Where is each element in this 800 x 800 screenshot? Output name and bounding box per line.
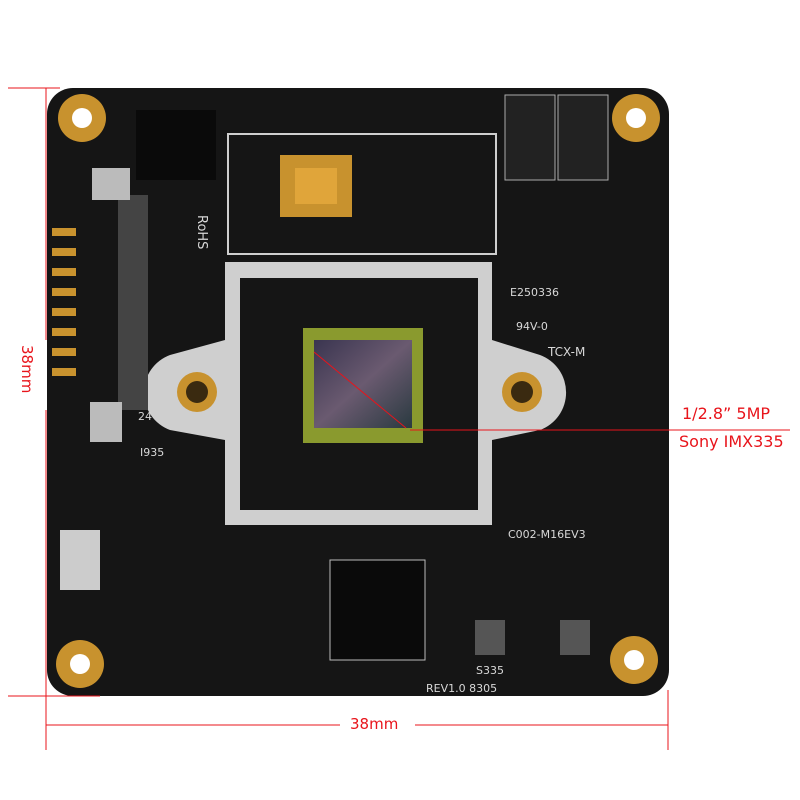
eeprom-chip — [136, 110, 216, 180]
silk-revision: REV1.0 8305 — [426, 682, 497, 695]
fpc-connector — [118, 195, 148, 410]
silk-pin-count: 24 — [138, 410, 152, 423]
height-dimension-label: 38mm — [18, 345, 36, 394]
silk-sensor-code: S335 — [476, 664, 504, 677]
silk-rohs: RoHS — [194, 215, 209, 249]
silk-part-a: I935 — [140, 446, 164, 459]
flash-chip — [329, 559, 426, 661]
silk-ul-rating: 94V-0 — [516, 320, 548, 333]
silk-model: C002-M16EV3 — [508, 528, 586, 541]
dimension-lines — [8, 87, 790, 750]
silk-vendor: TCX-M — [547, 345, 585, 359]
sensor-model-label: Sony IMX335 — [679, 432, 784, 451]
sensor-format-label: 1/2.8” 5MP — [682, 404, 771, 423]
width-dimension-label: 38mm — [350, 715, 399, 733]
silk-ul-code: E250336 — [510, 286, 559, 299]
mounting-holes — [56, 94, 660, 688]
